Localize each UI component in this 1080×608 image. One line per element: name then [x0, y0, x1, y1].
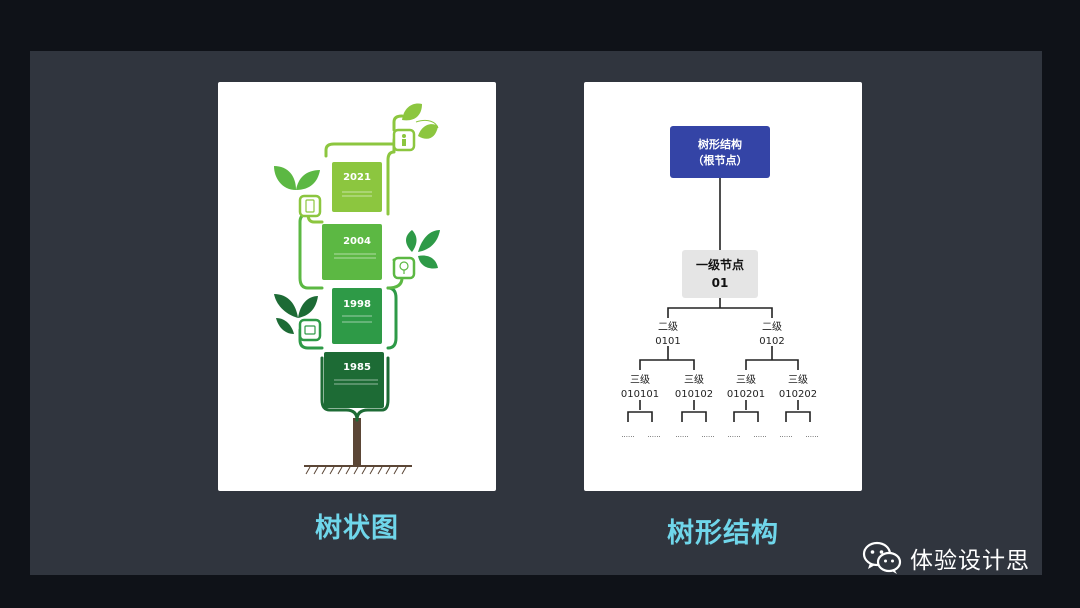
slide: 2021 2004 1998 1985 [30, 51, 1042, 575]
year-block-2021: 2021 [332, 162, 382, 212]
year-block-2004: 2004 [322, 224, 382, 280]
level3-node-id: 010102 [675, 389, 713, 400]
tree-illustration-caption: 树状图 [315, 513, 399, 544]
branch-path [355, 356, 390, 422]
ellipsis-placeholder: ...... [753, 431, 766, 439]
branch-path [298, 212, 324, 290]
watermark-text: 体验设计思 [910, 548, 1030, 574]
year-label: 2021 [343, 172, 371, 183]
level1-node-id: 01 [712, 276, 729, 290]
year-label: 1985 [343, 362, 371, 373]
ground-hatching [305, 466, 407, 475]
branch-path [386, 286, 398, 350]
leaf-cluster-2021 [274, 166, 320, 190]
root-node-subtitle: （根节点） [693, 153, 748, 167]
tree-trunk [353, 418, 361, 466]
leaf-cluster-1998 [274, 294, 318, 334]
level3-node-id: 010202 [779, 389, 817, 400]
year-block-1985: 1985 [324, 352, 384, 408]
year-label: 2004 [343, 236, 371, 247]
ellipsis-placeholder: ...... [621, 431, 634, 439]
branch-path [320, 356, 359, 422]
root-node-title: 树形结构 [698, 137, 742, 151]
branch-path [324, 142, 400, 158]
level3-node-label: 三级 [736, 374, 756, 386]
level3-node-id: 010101 [621, 389, 659, 400]
level3-node-id: 010201 [727, 389, 765, 400]
level2-node: 二级 0101 [655, 321, 680, 347]
level2-node-id: 0102 [759, 336, 784, 347]
lightbulb-icon [392, 256, 416, 280]
branch-path [298, 328, 324, 350]
ellipsis-placeholder: ...... [727, 431, 740, 439]
level1-node-label: 一级节点 [696, 257, 744, 272]
level2-node-label: 二级 [658, 321, 678, 333]
leaf-cluster-2004 [406, 230, 440, 269]
level3-node: 三级 010202 [779, 374, 817, 400]
leaf-cluster-top [402, 103, 439, 139]
level1-node: 一级节点 01 [682, 250, 758, 298]
ellipsis-placeholder: ...... [701, 431, 714, 439]
level3-node-label: 三级 [630, 374, 650, 386]
level2-node-label: 二级 [762, 321, 782, 333]
tree-structure-card: 树形结构 （根节点） 一级节点 01 二级 0101 二级 0102 三级 0 [584, 82, 862, 491]
level2-node-id: 0101 [655, 336, 680, 347]
level3-node-label: 三级 [788, 374, 808, 386]
person-icon [392, 128, 416, 152]
ellipsis-placeholder: ...... [675, 431, 688, 439]
wechat-icon [862, 541, 902, 574]
root-node: 树形结构 （根节点） [670, 126, 770, 178]
year-block-1998: 1998 [332, 288, 382, 344]
ellipsis-placeholder: ...... [779, 431, 792, 439]
wechat-watermark: 体验设计思 [862, 538, 1030, 578]
level3-node: 三级 010201 [727, 374, 765, 400]
year-label: 1998 [343, 299, 371, 310]
ellipsis-placeholder: ...... [805, 431, 818, 439]
level3-node: 三级 010102 [675, 374, 713, 400]
level3-node: 三级 010101 [621, 374, 659, 400]
tree-connectors [627, 178, 811, 422]
tree-structure-diagram: 树形结构 （根节点） 一级节点 01 二级 0101 二级 0102 三级 0 [621, 126, 819, 439]
level3-node-label: 三级 [684, 374, 704, 386]
tree-illustration-card: 2021 2004 1998 1985 [218, 82, 496, 491]
growth-tree-illustration: 2021 2004 1998 1985 [274, 103, 440, 475]
briefcase-icon [298, 318, 322, 342]
branch-path [392, 114, 404, 132]
tree-structure-caption: 树形结构 [667, 518, 779, 549]
level2-node: 二级 0102 [759, 321, 784, 347]
phone-icon [298, 194, 322, 218]
ellipsis-placeholder: ...... [647, 431, 660, 439]
